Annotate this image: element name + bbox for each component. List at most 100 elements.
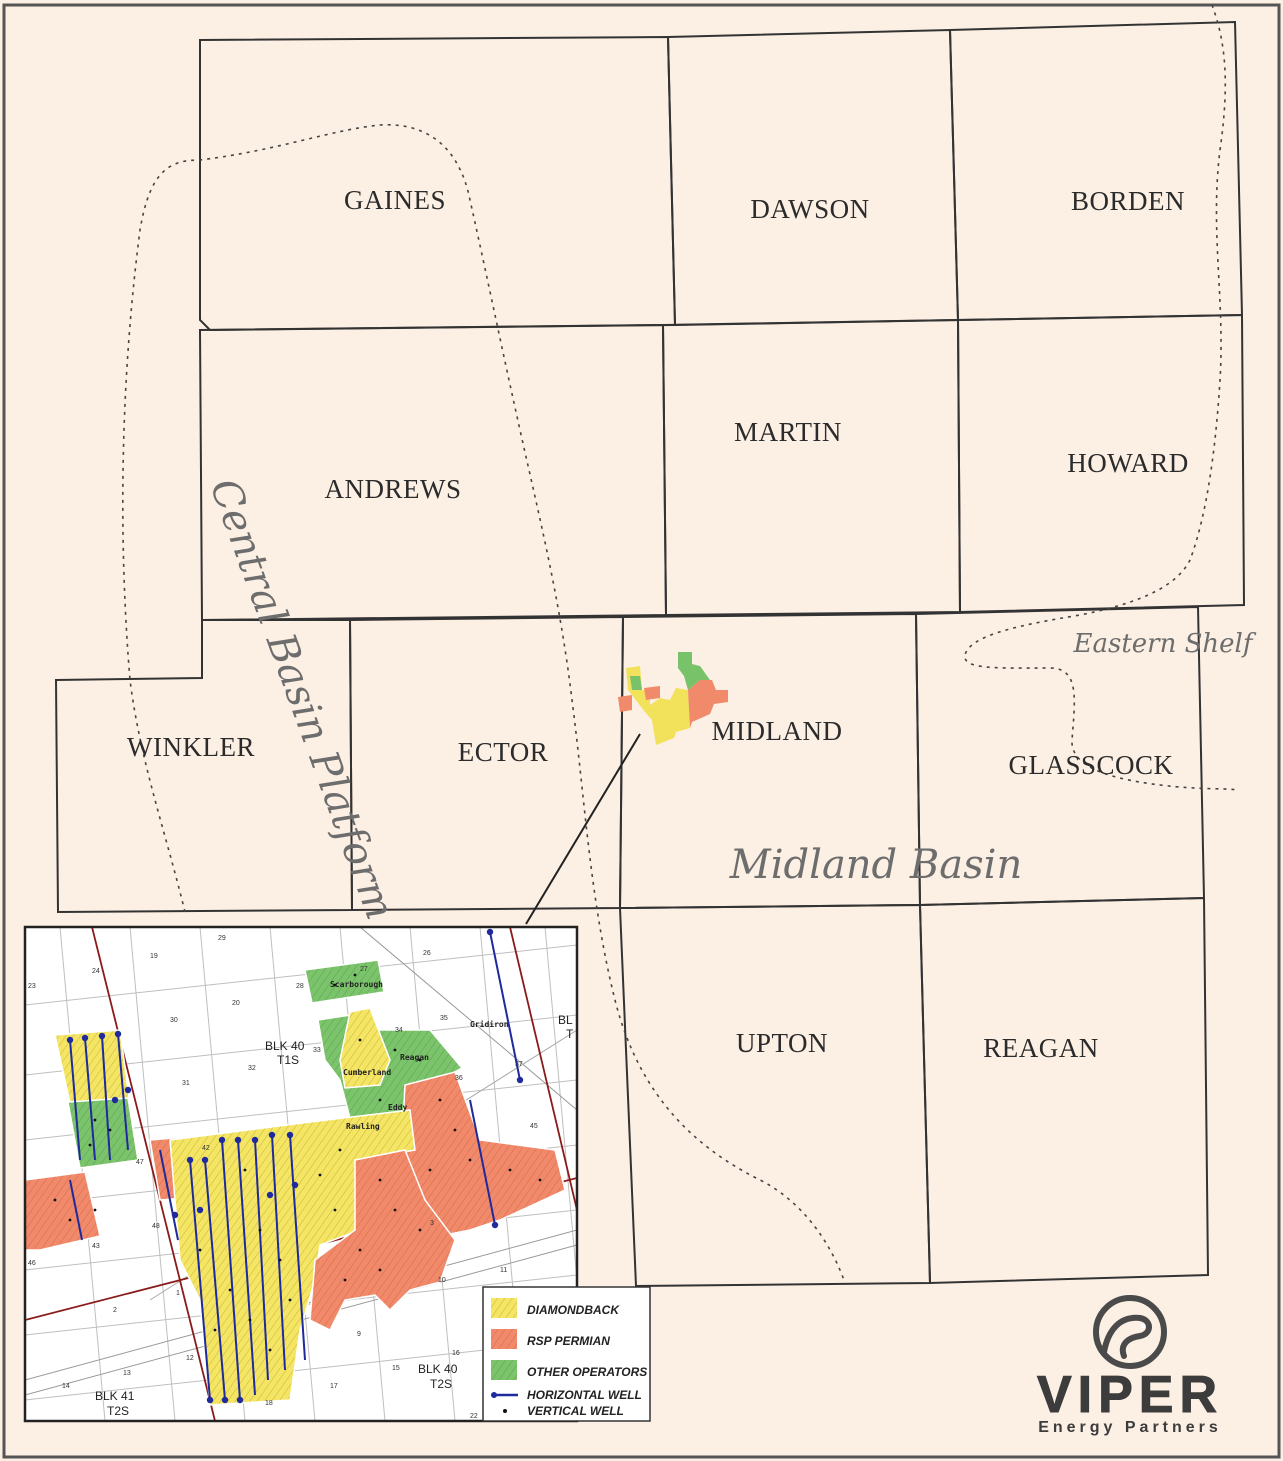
county-label-borden: BORDEN [1071,186,1185,216]
county-label-upton: UPTON [736,1028,828,1058]
section-number: 32 [248,1065,256,1072]
snake-emblem-icon [1093,1295,1167,1369]
block-label-t2s-b: T2S [107,1404,129,1418]
block-label-blk40-t2s: BLK 40 [418,1362,458,1376]
county-label-glasscock: GLASSCOCK [1008,750,1173,780]
section-number: 13 [123,1370,131,1377]
tract-rsp-center [309,1149,456,1332]
central-basin-platform-boundary [122,124,846,1284]
inset-well-heads [66,928,524,1404]
legend-symbol-horizontal-well-head [491,1392,497,1398]
county-labels: GAINES DAWSON BORDEN ANDREWS MARTIN HOWA… [127,185,1189,1063]
acreage-red-small [618,695,632,712]
section-number: 24 [92,968,100,975]
section-number: 17 [330,1383,338,1390]
unit-label-eddy: Eddy [388,1103,407,1112]
region-label-midland-basin: Midland Basin [729,842,1022,888]
legend-swatch-rsp [491,1329,517,1349]
section-number: 14 [62,1383,70,1390]
unit-label-reagan: Reagan [400,1053,429,1062]
section-number: 3 [430,1220,434,1227]
acreage-red-mid [644,686,660,700]
section-number: 28 [296,983,304,990]
section-number: 9 [357,1331,361,1338]
block-label-t1s: T1S [277,1053,299,1067]
county-label-andrews: ANDREWS [325,474,462,504]
inset-border [23,925,579,1423]
province-boundaries [122,4,1237,1284]
county-label-martin: MARTIN [734,417,842,447]
legend-label-vertical-well: VERTICAL WELL [527,1404,624,1418]
block-label-blk41-t2s: BLK 41 [95,1389,135,1403]
legend: DIAMONDBACK RSP PERMIAN OTHER OPERATORS … [482,1286,651,1422]
county-boundaries [54,20,1246,1288]
county-howard-shape [956,313,1246,614]
county-label-ector: ECTOR [458,737,549,767]
section-number: 43 [92,1243,100,1250]
tract-diamondback-cumberland [339,1007,391,1089]
unit-label-gridiron: Gridiron [470,1019,509,1029]
inset-leader-line [525,733,641,925]
section-number: 11 [500,1267,507,1274]
inset-acreage [25,959,566,1406]
section-number: 15 [392,1365,400,1372]
section-number: 33 [313,1047,321,1054]
tract-other-scarborough [304,959,385,1004]
inset-section-numbers: 29 28 27 26 24 19 23 20 30 33 34 35 31 3… [28,935,538,1420]
logo-wordmark: VIPER [1037,1366,1223,1424]
county-label-midland: MIDLAND [712,716,843,746]
county-label-winkler: WINKLER [127,732,255,762]
legend-swatch-other [491,1360,517,1380]
section-number: 23 [28,983,36,990]
acreage-footprint [525,652,728,925]
section-number: 34 [395,1027,403,1034]
section-number: 48 [152,1223,160,1230]
inset-horizontal-wells [69,931,521,1401]
inset-block-labels: BLK 40 T1S BLK 40 T2S BLK 41 T2S BL T [95,1013,574,1418]
unit-label-cumberland: Cumberland [343,1068,391,1077]
section-number: 26 [423,950,431,957]
map-border [2,3,1281,1459]
section-number: 47 [136,1159,144,1166]
section-number: 31 [182,1080,190,1087]
section-number: 20 [232,1000,240,1007]
acreage-green [678,652,710,690]
section-number: 30 [170,1017,178,1024]
section-number: 29 [218,935,226,942]
logo-tagline: Energy Partners [1038,1419,1222,1436]
section-number: 12 [186,1355,194,1362]
section-number: 10 [438,1277,446,1284]
viper-logo: VIPER Energy Partners [1036,1295,1223,1436]
tract-other-nw [67,1097,139,1169]
block-label-bl-partial: BL [558,1013,573,1027]
section-number: 22 [470,1413,478,1420]
county-label-howard: HOWARD [1067,448,1189,478]
tract-rsp-sw [25,1171,101,1251]
block-label-t2s-a: T2S [430,1377,452,1391]
section-number: 16 [452,1350,460,1357]
section-number: 42 [202,1145,210,1152]
section-number: 46 [28,1260,36,1267]
inset-unit-labels: Scarborough Gridiron Reagan Cumberland E… [330,980,509,1131]
legend-symbol-vertical-well [503,1409,507,1413]
section-number: 27 [360,966,368,973]
acreage-red [688,680,728,728]
section-number: 1 [176,1290,180,1297]
legend-label-other: OTHER OPERATORS [527,1365,647,1379]
acreage-yellow [626,666,690,745]
unit-label-scarborough: Scarborough [330,980,383,989]
section-number: 35 [440,1015,448,1022]
inset-vertical-wells [53,973,542,1352]
section-number: 2 [113,1307,117,1314]
inset-map: 29 28 27 26 24 19 23 20 30 33 34 35 31 3… [23,925,579,1423]
legend-label-horizontal-well: HORIZONTAL WELL [527,1388,642,1402]
county-label-dawson: DAWSON [750,194,869,224]
region-label-eastern-shelf: Eastern Shelf [1073,629,1257,659]
acreage-green-small [630,676,642,690]
county-label-reagan: REAGAN [983,1033,1099,1063]
section-number: 36 [455,1075,463,1082]
section-number: 19 [150,953,158,960]
section-number: 37 [515,1061,523,1068]
county-label-gaines: GAINES [344,185,446,215]
